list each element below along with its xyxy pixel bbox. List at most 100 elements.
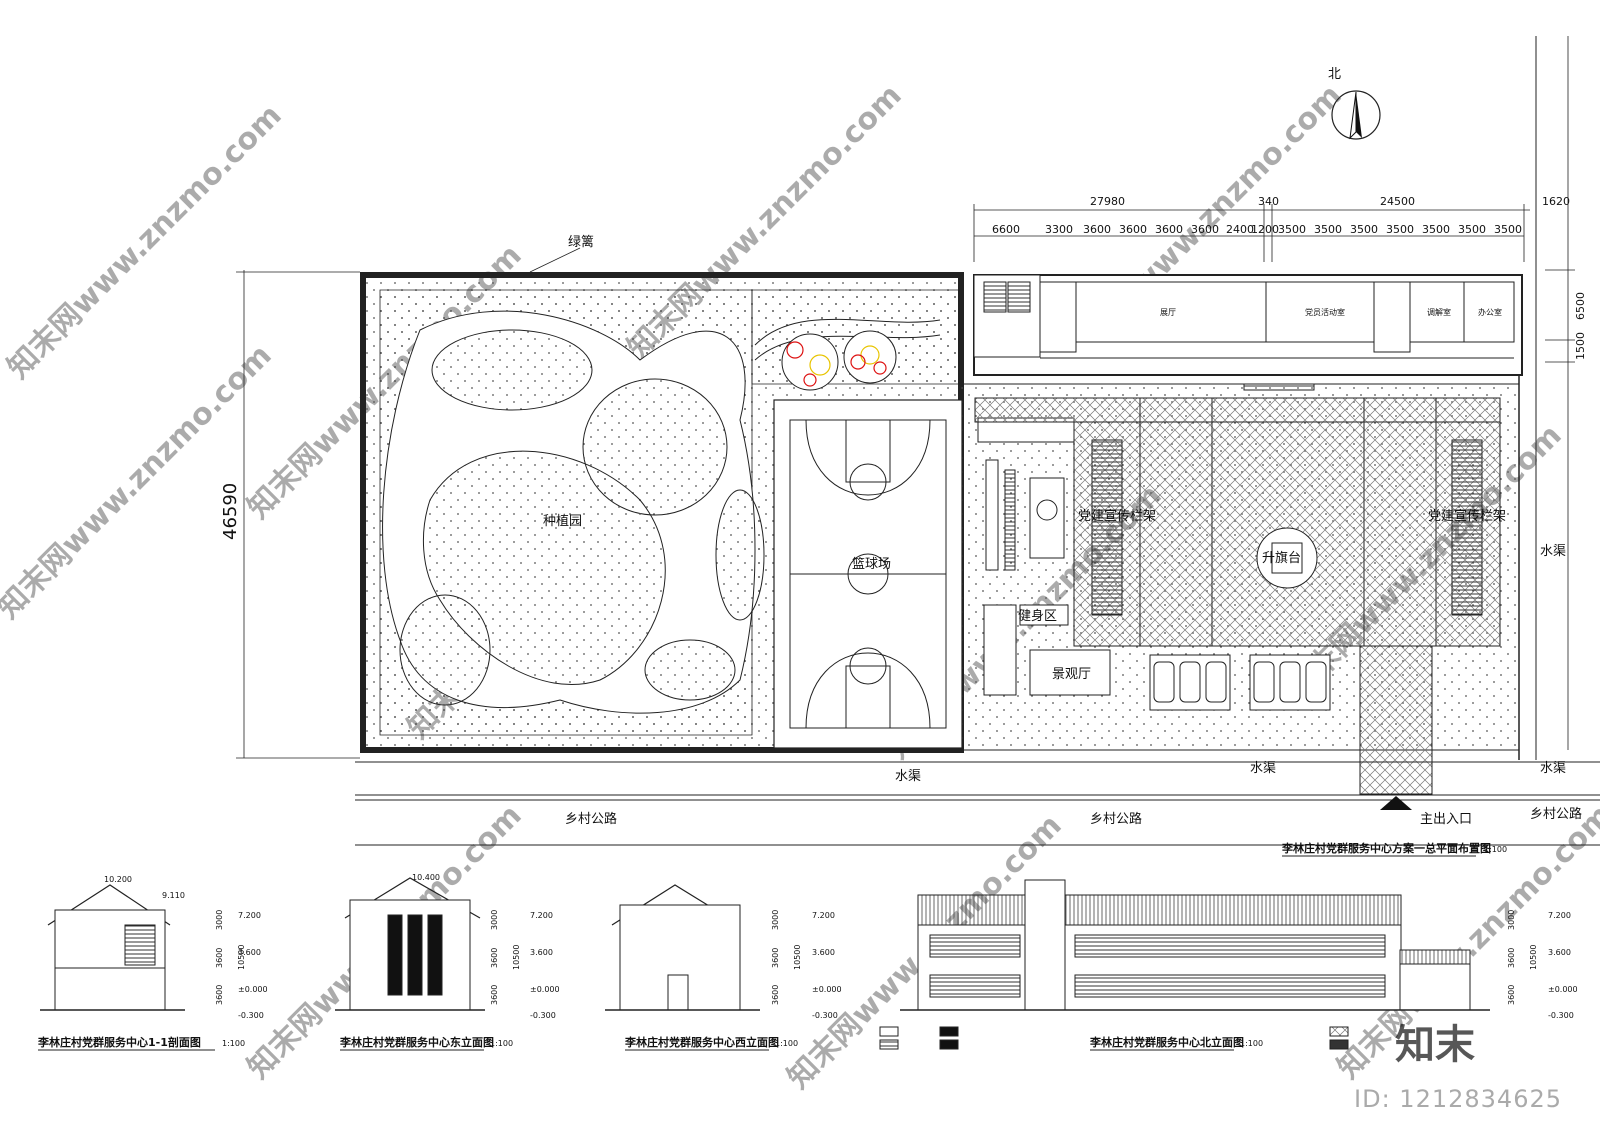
svg-text:7.200: 7.200 (530, 911, 553, 920)
svg-text:3000: 3000 (215, 910, 224, 930)
canal-label-1: 水渠 (895, 769, 921, 784)
svg-text:3500: 3500 (1350, 223, 1378, 236)
dim-right-1: 6500 (1574, 292, 1587, 320)
svg-text:3.600: 3.600 (238, 948, 261, 957)
height-dims: 3000 3600 3600 10500 3000 3600 3600 1050… (215, 910, 1538, 1005)
dim-right-total: 24500 (1380, 195, 1415, 208)
hedge-label: 绿篱 (568, 235, 594, 250)
west-title: 李林庄村党群服务中心西立面图 (624, 1035, 779, 1049)
road-label-3: 乡村公路 (1530, 806, 1582, 822)
section-scale: 1:100 (222, 1039, 245, 1048)
left-dimension (236, 270, 360, 759)
svg-text:10500: 10500 (237, 945, 246, 970)
svg-text:3.600: 3.600 (530, 948, 553, 957)
room-label: 党员活动室 (1305, 307, 1345, 317)
dim-left-total: 27980 (1090, 195, 1125, 208)
dim-far-right: 1620 (1542, 195, 1570, 208)
svg-text:-0.300: -0.300 (530, 1011, 556, 1020)
svg-text:3000: 3000 (1507, 910, 1516, 930)
entrance-arrow-icon (1380, 796, 1412, 810)
canal-label-3: 水渠 (1540, 761, 1566, 776)
svg-text:3600: 3600 (771, 985, 780, 1005)
svg-text:3600: 3600 (215, 985, 224, 1005)
right-dimensions (1545, 36, 1575, 750)
svg-text:3600: 3600 (771, 948, 780, 968)
court-label: 篮球场 (852, 557, 891, 572)
svg-text:-0.300: -0.300 (812, 1011, 838, 1020)
svg-text:10500: 10500 (1529, 945, 1538, 970)
watermark: 知末网www.znzmo.com (1, 98, 289, 386)
id-tag: ID: 1212834625 (1354, 1085, 1562, 1113)
fitness-label: 健身区 (1018, 608, 1057, 624)
svg-text:3600: 3600 (490, 985, 499, 1005)
entrance-label: 主出入口 (1420, 812, 1472, 827)
svg-text:-0.300: -0.300 (1548, 1011, 1574, 1020)
svg-text:±0.000: ±0.000 (238, 985, 268, 994)
dim-spans: 6600 3300 3600 3600 3600 3600 2400 1200 … (992, 223, 1522, 236)
section-top-level: 10.200 (104, 875, 132, 884)
svg-text:3500: 3500 (1458, 223, 1486, 236)
svg-text:3600: 3600 (490, 948, 499, 968)
svg-text:-0.300: -0.300 (238, 1011, 264, 1020)
svg-text:7.200: 7.200 (1548, 911, 1571, 920)
svg-text:3600: 3600 (1155, 223, 1183, 236)
svg-text:7.200: 7.200 (812, 911, 835, 920)
canal-label-2: 水渠 (1250, 761, 1276, 776)
svg-text:6600: 6600 (992, 223, 1020, 236)
svg-text:3000: 3000 (771, 910, 780, 930)
north-arrow: 北 (1328, 67, 1381, 140)
svg-text:3600: 3600 (1507, 985, 1516, 1005)
svg-text:10500: 10500 (512, 945, 521, 970)
svg-text:3600: 3600 (1119, 223, 1147, 236)
west-scale: 1:100 (775, 1039, 798, 1048)
main-plaza: 升旗台 党建宣传栏架 党建宣传栏架 (974, 397, 1506, 647)
board-left-label: 党建宣传栏架 (1078, 508, 1156, 524)
site-title: 李林庄村党群服务中心方案一总平面布置图 (1281, 841, 1491, 855)
site-scale: 1:100 (1484, 845, 1507, 854)
north-label: 北 (1328, 67, 1341, 82)
pavilion-label: 景观厅 (1052, 667, 1091, 682)
board-right-label: 党建宣传栏架 (1428, 508, 1506, 524)
building-plan (973, 274, 1523, 391)
svg-text:3500: 3500 (1422, 223, 1450, 236)
material-legend (879, 1026, 1349, 1050)
svg-text:3500: 3500 (1314, 223, 1342, 236)
garden-label: 种植园 (543, 514, 582, 529)
dim-right-2: 1500 (1574, 332, 1587, 360)
road-label-2: 乡村公路 (1090, 811, 1142, 827)
room-label: 展厅 (1160, 308, 1176, 317)
watermark: 知末网www.znzmo.com (0, 338, 279, 626)
svg-text:±0.000: ±0.000 (812, 985, 842, 994)
north-title: 李林庄村党群服务中心北立面图 (1089, 1035, 1244, 1049)
svg-text:±0.000: ±0.000 (530, 985, 560, 994)
room-label: 办公室 (1478, 307, 1502, 317)
dim-total-depth: 46590 (220, 483, 241, 540)
canal-side-label: 水渠 (1540, 544, 1566, 559)
svg-text:3600: 3600 (215, 948, 224, 968)
road-label-1: 乡村公路 (565, 811, 617, 827)
logo: 知末 (1395, 1022, 1475, 1068)
svg-text:3500: 3500 (1494, 223, 1522, 236)
east-scale: 1:100 (490, 1039, 513, 1048)
north-elevation (900, 879, 1490, 1011)
svg-text:3000: 3000 (490, 910, 499, 930)
top-dimensions (973, 204, 1530, 262)
svg-text:7.200: 7.200 (238, 911, 261, 920)
section-1-1 (40, 884, 185, 1011)
svg-text:1200: 1200 (1251, 223, 1279, 236)
svg-text:3.600: 3.600 (812, 948, 835, 957)
fitness-zone: 健身区 景观厅 (977, 417, 1111, 696)
east-top-level: 10.400 (412, 873, 440, 882)
svg-text:3500: 3500 (1386, 223, 1414, 236)
svg-text:3600: 3600 (1507, 948, 1516, 968)
east-elevation (335, 877, 485, 1011)
svg-text:3300: 3300 (1045, 223, 1073, 236)
entrance-walkway (1359, 645, 1433, 795)
north-scale: 1:100 (1240, 1039, 1263, 1048)
west-elevation (605, 884, 760, 1011)
svg-text:3.600: 3.600 (1548, 948, 1571, 957)
dim-middle: 340 (1258, 195, 1279, 208)
basketball-court: 篮球场 (773, 399, 963, 749)
planting-garden: 种植园 (379, 289, 765, 736)
parking (1149, 654, 1331, 711)
